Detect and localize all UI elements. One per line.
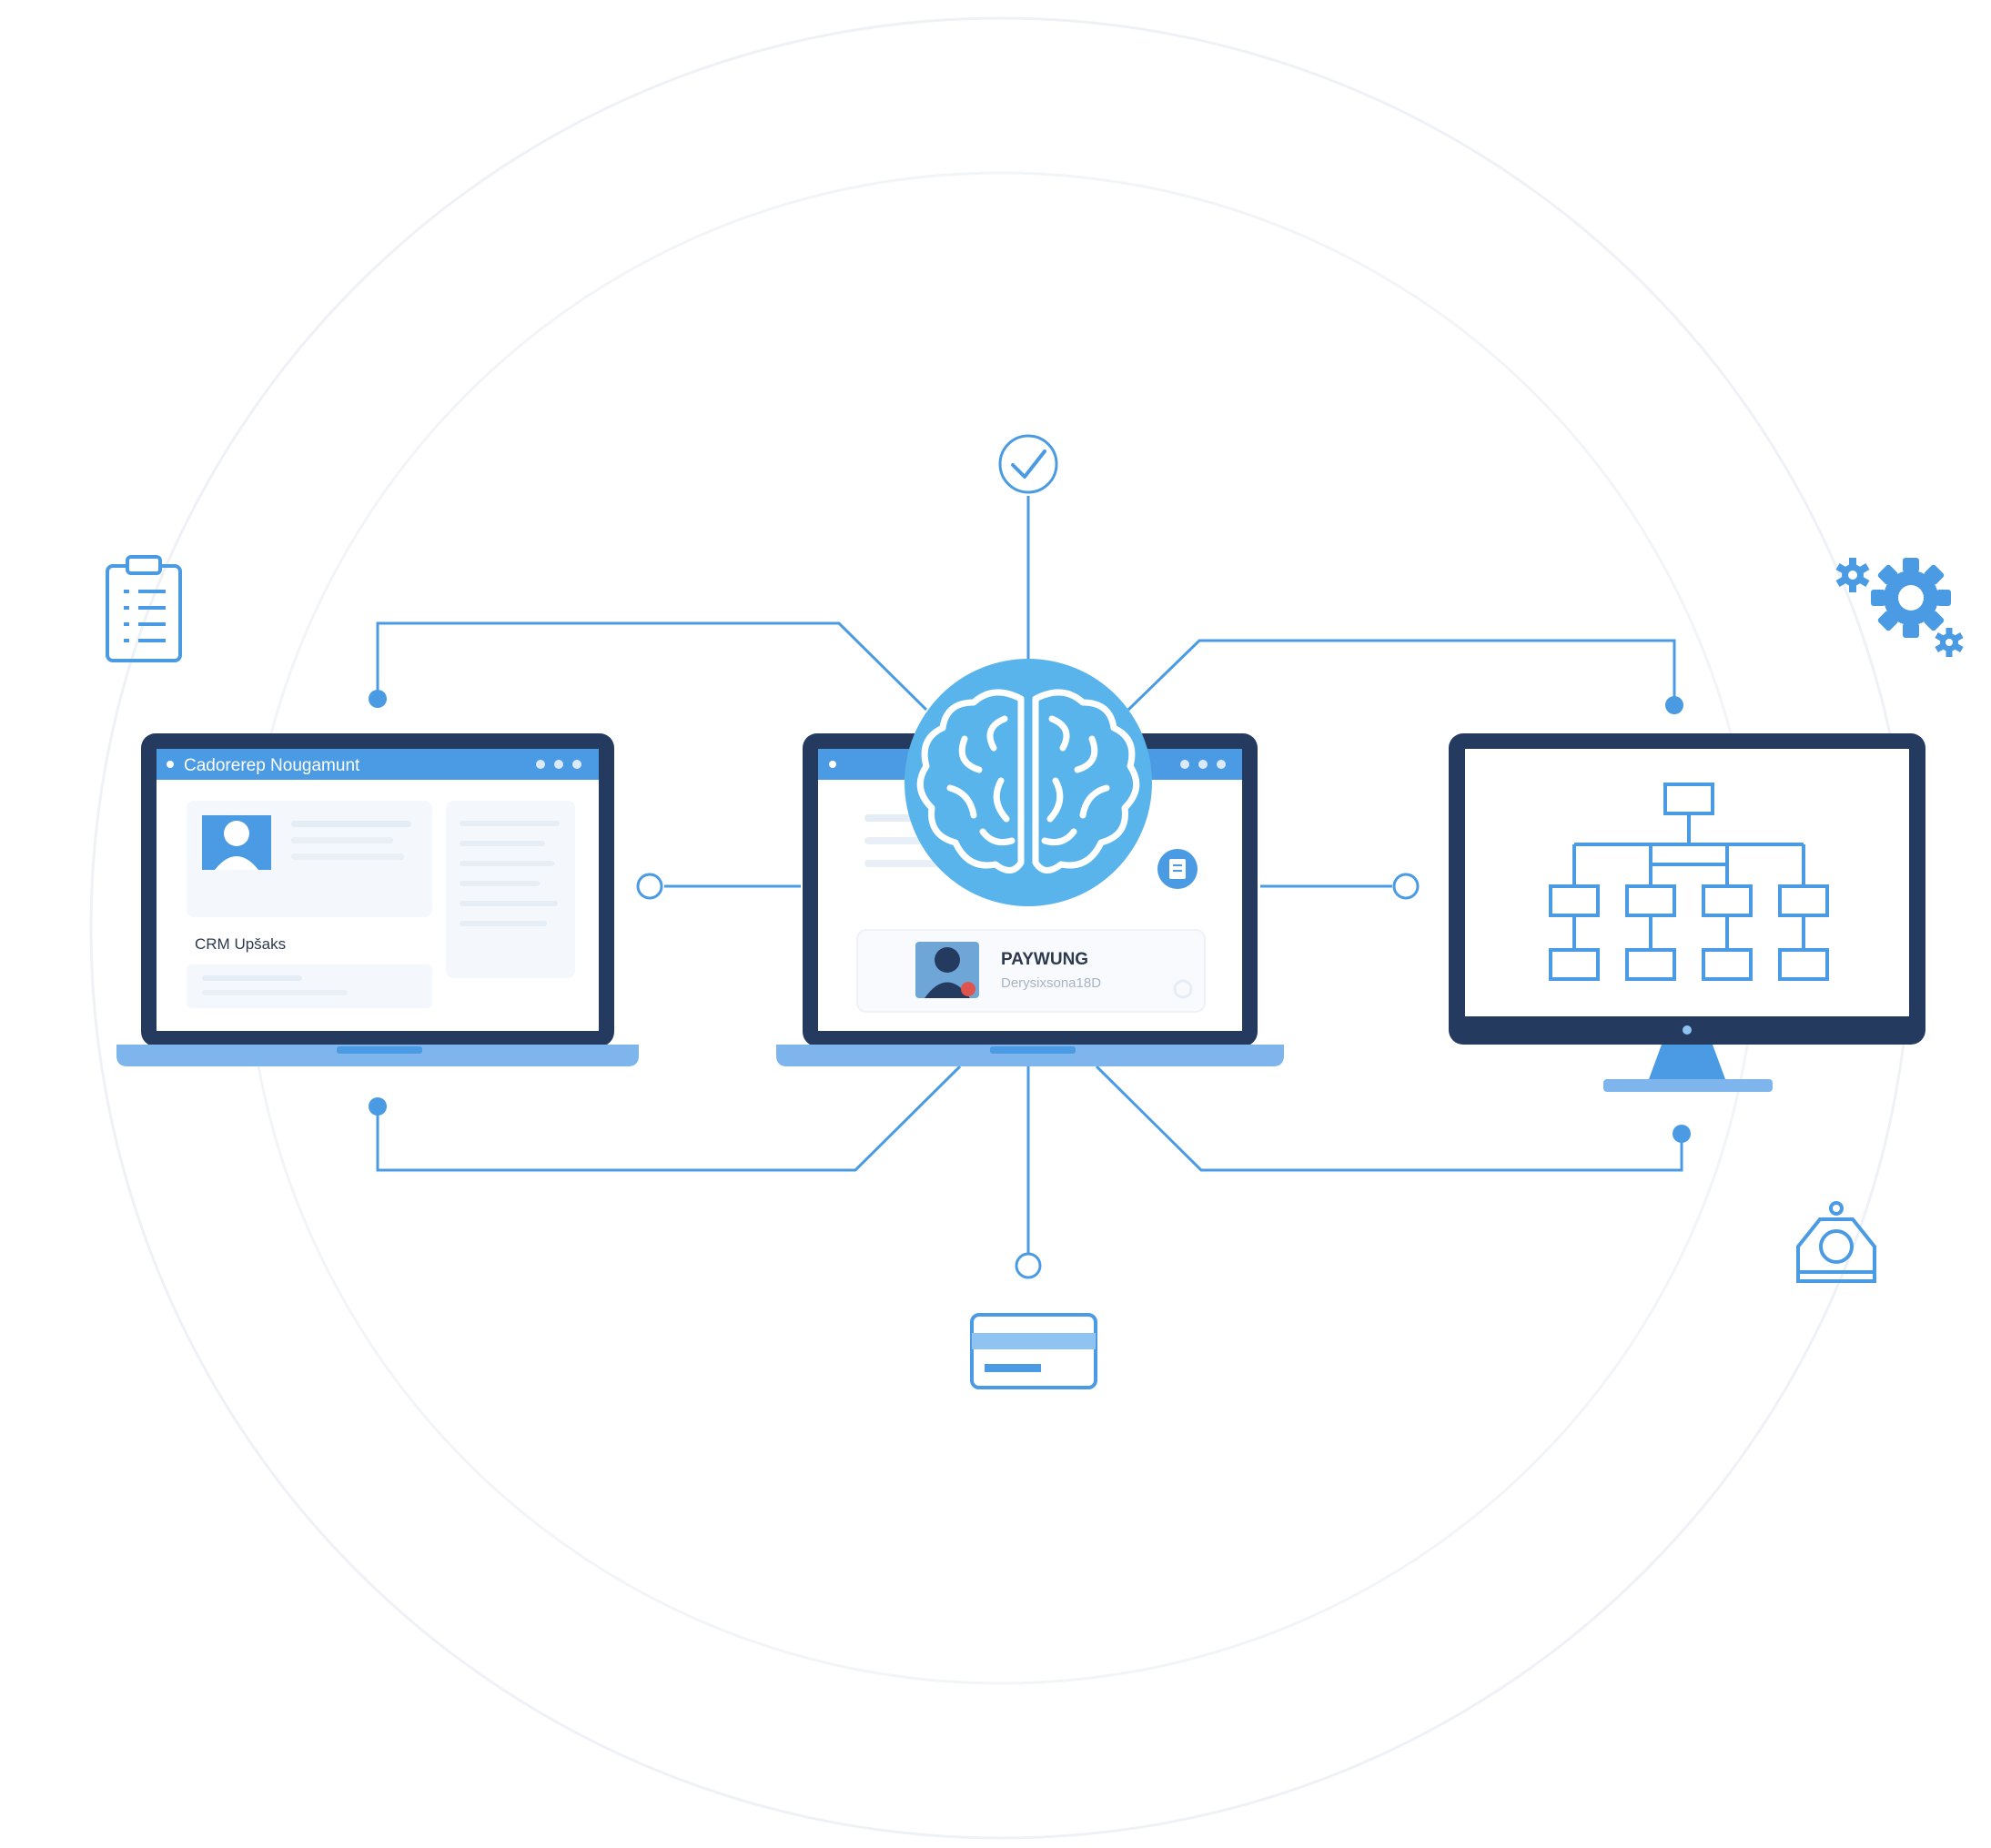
window-control[interactable] [1198, 760, 1208, 769]
right-monitor [1449, 733, 1925, 1092]
check-circle-icon [998, 434, 1058, 494]
window-title: Cadorerep Nougamunt [184, 756, 360, 775]
node-ring [1392, 873, 1420, 900]
node-dot [369, 690, 387, 708]
status-badge [961, 982, 975, 996]
window-control[interactable] [536, 760, 545, 769]
window-control[interactable] [1180, 760, 1189, 769]
payment-title: PAYWUNG [1001, 950, 1088, 969]
payment-card [856, 929, 1206, 1013]
node-ring [636, 873, 663, 900]
camera-icon [1796, 1201, 1876, 1283]
node-dot [1673, 1125, 1691, 1143]
update-card [187, 964, 432, 1008]
connector-lines [376, 496, 1683, 1256]
window-control[interactable] [1217, 760, 1226, 769]
window-control[interactable] [572, 760, 581, 769]
payment-subtitle: Derysixsona18D [1001, 975, 1101, 991]
details-panel [446, 801, 575, 978]
node-dot [369, 1097, 387, 1116]
gears-icon [1835, 558, 1964, 657]
section-label: CRM Upšaks [195, 935, 286, 953]
credit-card-icon [970, 1313, 1097, 1389]
node-dot [1665, 696, 1683, 714]
window-control[interactable] [554, 760, 563, 769]
window-titlebar [157, 749, 599, 780]
connector-endpoints [369, 690, 1691, 1279]
org-chart-icon [1549, 783, 1829, 981]
brain-icon [905, 659, 1152, 906]
clipboard-icon [106, 555, 182, 662]
window-logo-icon [167, 761, 174, 768]
left-laptop: Cadorerep Nougamunt CRM Upšaks [116, 733, 639, 1066]
node-ring [1015, 1252, 1042, 1279]
